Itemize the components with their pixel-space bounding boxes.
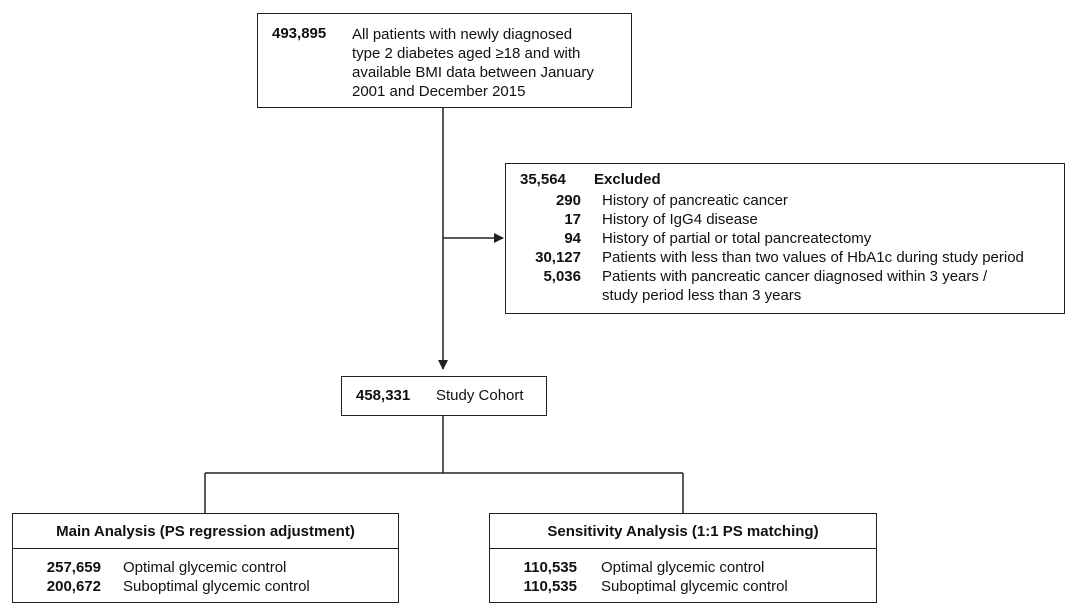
excluded-box: 35,564 Excluded 290 History of pancreati… [505,163,1065,314]
study-cohort-label: Study Cohort [436,387,524,404]
excluded-item-count: 17 [564,211,581,228]
description-line: type 2 diabetes aged ≥18 and with [352,45,581,62]
all-patients-count: 493,895 [272,25,327,42]
main-analysis-box: Main Analysis (PS regression adjustment)… [12,513,399,603]
sensitivity-analysis-label: Suboptimal glycemic control [601,578,788,595]
excluded-item-text: History of pancreatic cancer [602,192,788,209]
description-line: 2001 and December 2015 [352,83,526,100]
excluded-total-count: 35,564 [520,171,566,188]
excluded-item-text: History of IgG4 disease [602,211,758,228]
excluded-item-text: Patients with pancreatic cancer diagnose… [602,268,988,285]
excluded-item-count: 30,127 [535,249,581,266]
description-line: All patients with newly diagnosed [352,26,573,43]
excluded-item-count: 5,036 [543,268,581,285]
sensitivity-analysis-title: Sensitivity Analysis (1:1 PS matching) [490,514,876,549]
main-analysis-label: Suboptimal glycemic control [123,578,310,595]
main-analysis-count: 257,659 [46,559,101,576]
excluded-item-count: 290 [555,192,581,209]
main-analysis-label: Optimal glycemic control [123,559,287,576]
main-analysis-count: 200,672 [46,578,101,595]
all-patients-box: 493,895 All patients with newly diagnose… [257,13,632,108]
sensitivity-analysis-label: Optimal glycemic control [601,559,765,576]
study-cohort-count: 458,331 [356,387,411,404]
sensitivity-analysis-count: 110,535 [523,559,577,576]
excluded-item-continuation: study period less than 3 years [602,287,802,304]
excluded-item-text: History of partial or total pancreatecto… [602,230,872,247]
description-line: available BMI data between January [352,64,594,81]
all-patients-description: All patients with newly diagnosed type 2… [352,25,594,101]
study-cohort-box: 458,331 Study Cohort [341,376,547,416]
excluded-title: Excluded [594,171,661,188]
main-analysis-title: Main Analysis (PS regression adjustment) [13,514,398,549]
excluded-item-count: 94 [564,230,581,247]
excluded-item-text: Patients with less than two values of Hb… [602,249,1024,266]
sensitivity-analysis-count: 110,535 [523,578,577,595]
sensitivity-analysis-box: Sensitivity Analysis (1:1 PS matching) 1… [489,513,877,603]
